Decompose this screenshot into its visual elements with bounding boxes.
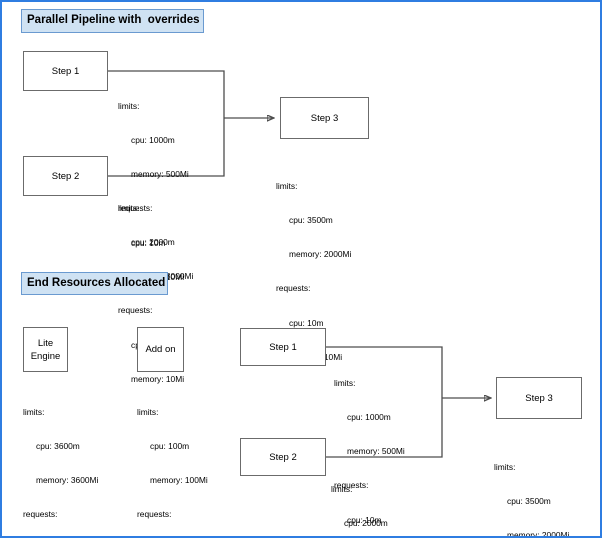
requests-label: requests: [334,480,369,491]
requests-label: requests: [23,509,58,520]
limits-memory: memory: 2000Mi [289,249,352,260]
requests-label: requests: [118,305,153,316]
node-add-on[interactable]: Add on [137,327,184,372]
node-lite-engine[interactable]: Lite Engine [23,327,68,372]
spec-bottom-step3: limits: cpu: 3500m memory: 2000Mi reques… [494,439,570,538]
requests-cpu: cpu: 10m [347,514,382,525]
requests-cpu: cpu: 10m [131,237,166,248]
requests-cpu: cpu: 10m [289,317,324,328]
limits-label: limits: [276,180,298,191]
section-header-parallel-pipeline: Parallel Pipeline with overrides [21,9,204,33]
node-step1[interactable]: Step 1 [23,51,108,91]
limits-cpu: cpu: 2000m [344,518,388,529]
limits-label: limits: [494,461,516,472]
spec-lite-engine: limits: cpu: 3600m memory: 3600Mi reques… [23,384,99,536]
requests-label: requests: [137,509,172,520]
spec-bottom-step2: limits: cpu: 2000m memory: 3000Mi reques… [331,461,406,536]
node-bottom-step3[interactable]: Step 3 [496,377,582,419]
limits-memory: memory: 2000Mi [507,530,570,538]
requests-memory: memory: 10Mi [131,373,185,384]
limits-label: limits: [118,202,140,213]
limits-cpu: cpu: 100m [150,441,190,452]
requests-label: requests: [118,203,153,214]
limits-cpu: cpu: 3500m [289,215,333,226]
limits-cpu: cpu: 2000m [131,237,175,248]
limits-cpu: cpu: 3600m [36,441,80,452]
spec-bottom-step1: limits: cpu: 1000m memory: 500Mi request… [334,355,405,536]
limits-label: limits: [137,406,159,417]
section-header-end-resources: End Resources Allocated [21,272,168,295]
limits-memory: memory: 500Mi [347,446,405,457]
limits-memory: memory: 3600Mi [36,475,99,486]
limits-label: limits: [334,377,356,388]
limits-label: limits: [331,483,353,494]
limits-cpu: cpu: 1000m [347,412,391,423]
requests-label: requests: [276,283,311,294]
node-step2[interactable]: Step 2 [23,156,108,196]
limits-label: limits: [118,100,140,111]
limits-cpu: cpu: 3500m [507,496,551,507]
limits-cpu: cpu: 1000m [131,135,175,146]
node-step3[interactable]: Step 3 [280,97,369,139]
limits-memory: memory: 500Mi [131,169,189,180]
node-bottom-step2[interactable]: Step 2 [240,438,326,476]
limits-label: limits: [23,406,45,417]
limits-memory: memory: 100Mi [150,475,208,486]
spec-add-on: limits: cpu: 100m memory: 100Mi requests… [137,384,208,536]
node-bottom-step1[interactable]: Step 1 [240,328,326,366]
